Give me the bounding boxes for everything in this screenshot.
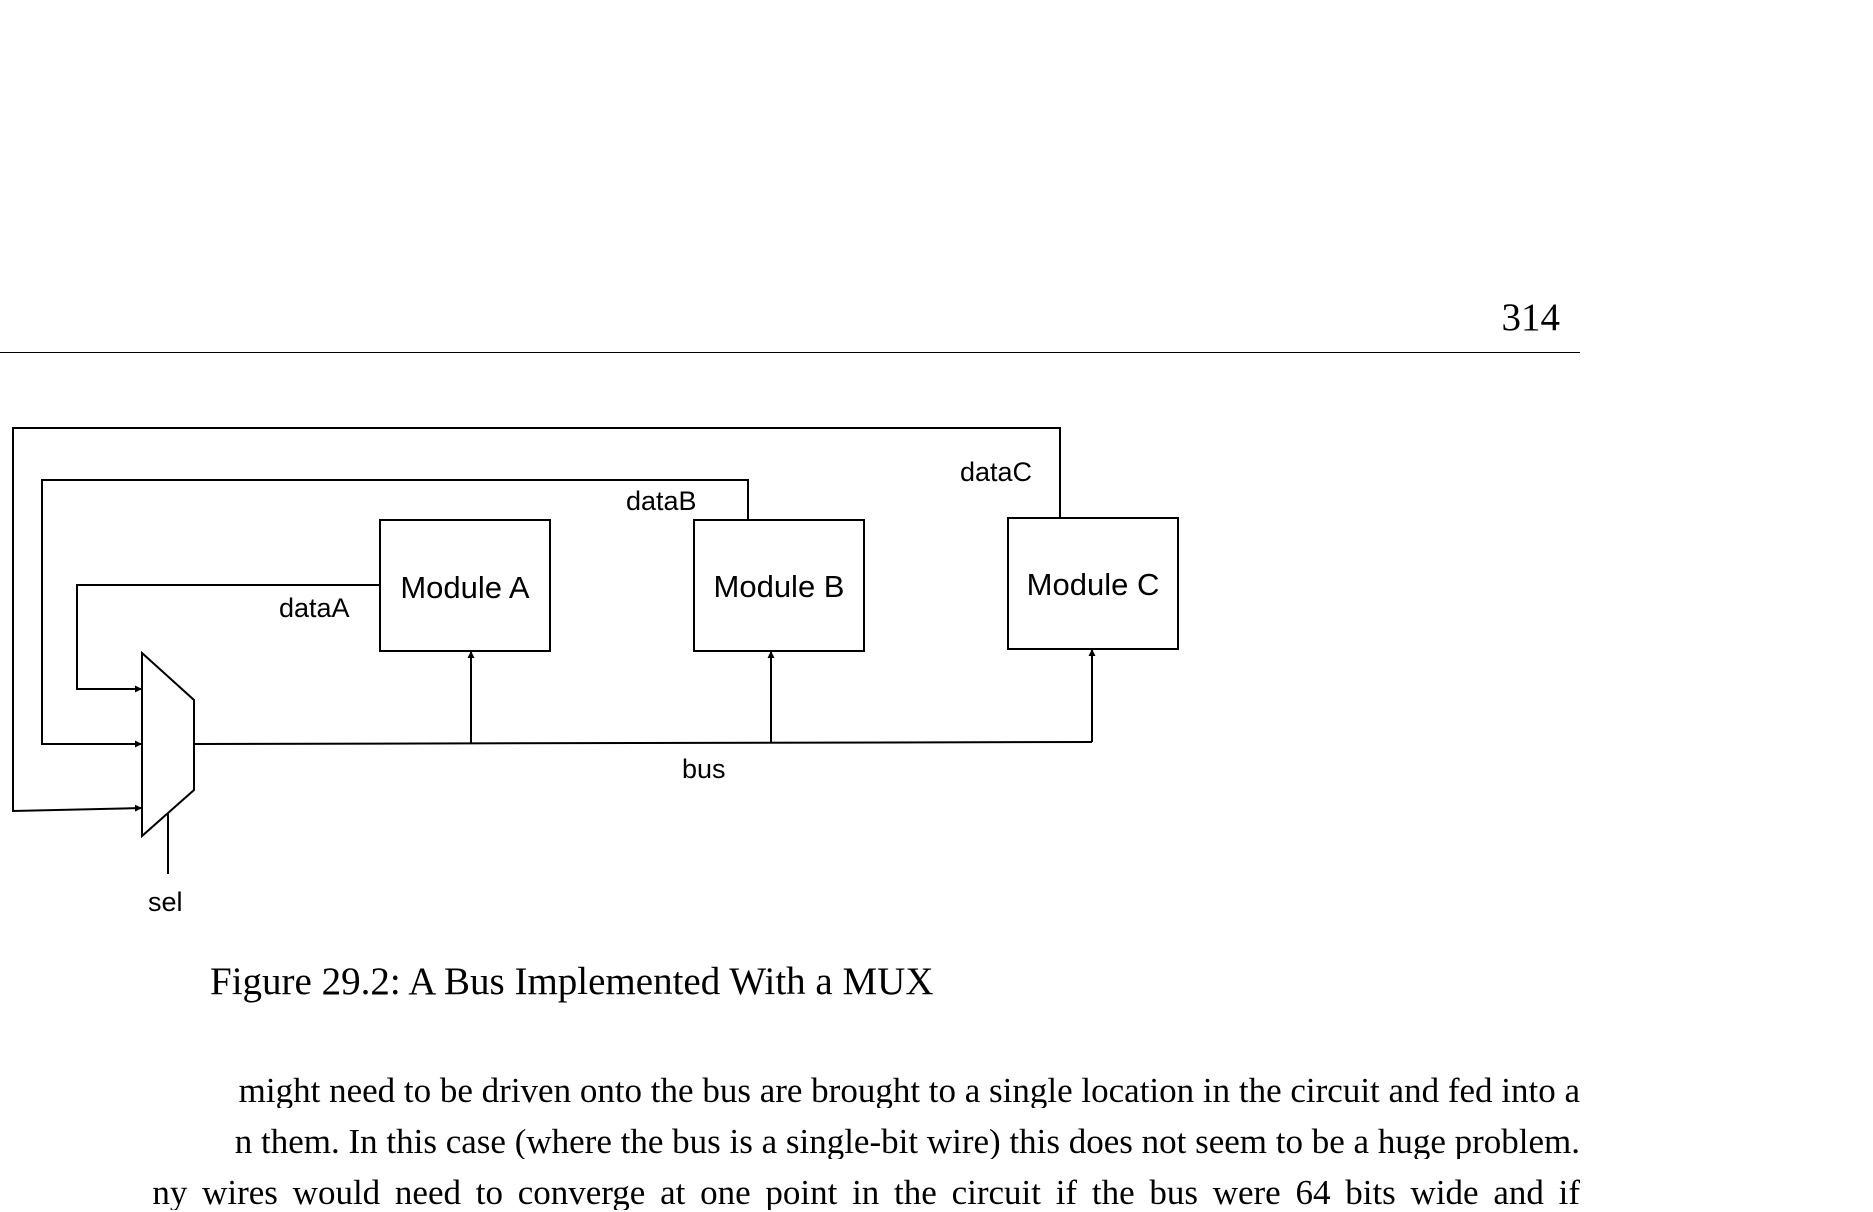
body-line-3: ny wires would need to converge at one p… xyxy=(152,1175,1580,1210)
module-b-box xyxy=(693,519,865,652)
dataA-wire xyxy=(76,584,380,693)
body-line-1: might need to be driven onto the bus are… xyxy=(238,1073,1580,1108)
bus-label: bus xyxy=(682,754,726,784)
dataB-label: dataB xyxy=(626,486,697,516)
body-line-2: n them. In this case (where the bus is a… xyxy=(234,1124,1580,1159)
module-b-label: Module B xyxy=(714,569,845,604)
page-number: 314 xyxy=(1501,296,1561,339)
figure-caption: Figure 29.2: A Bus Implemented With a MU… xyxy=(210,960,934,1003)
dataC-wire xyxy=(12,427,1061,813)
module-c-label: Module C xyxy=(1027,567,1160,602)
mux-symbol xyxy=(141,650,195,839)
sel-label: sel xyxy=(148,887,183,917)
module-a-label: Module A xyxy=(400,570,530,605)
bus-wire xyxy=(193,741,1093,745)
dataC-label: dataC xyxy=(960,457,1032,487)
header-rule xyxy=(0,352,1580,353)
dataA-label: dataA xyxy=(279,593,350,623)
dataB-wire xyxy=(41,479,749,748)
